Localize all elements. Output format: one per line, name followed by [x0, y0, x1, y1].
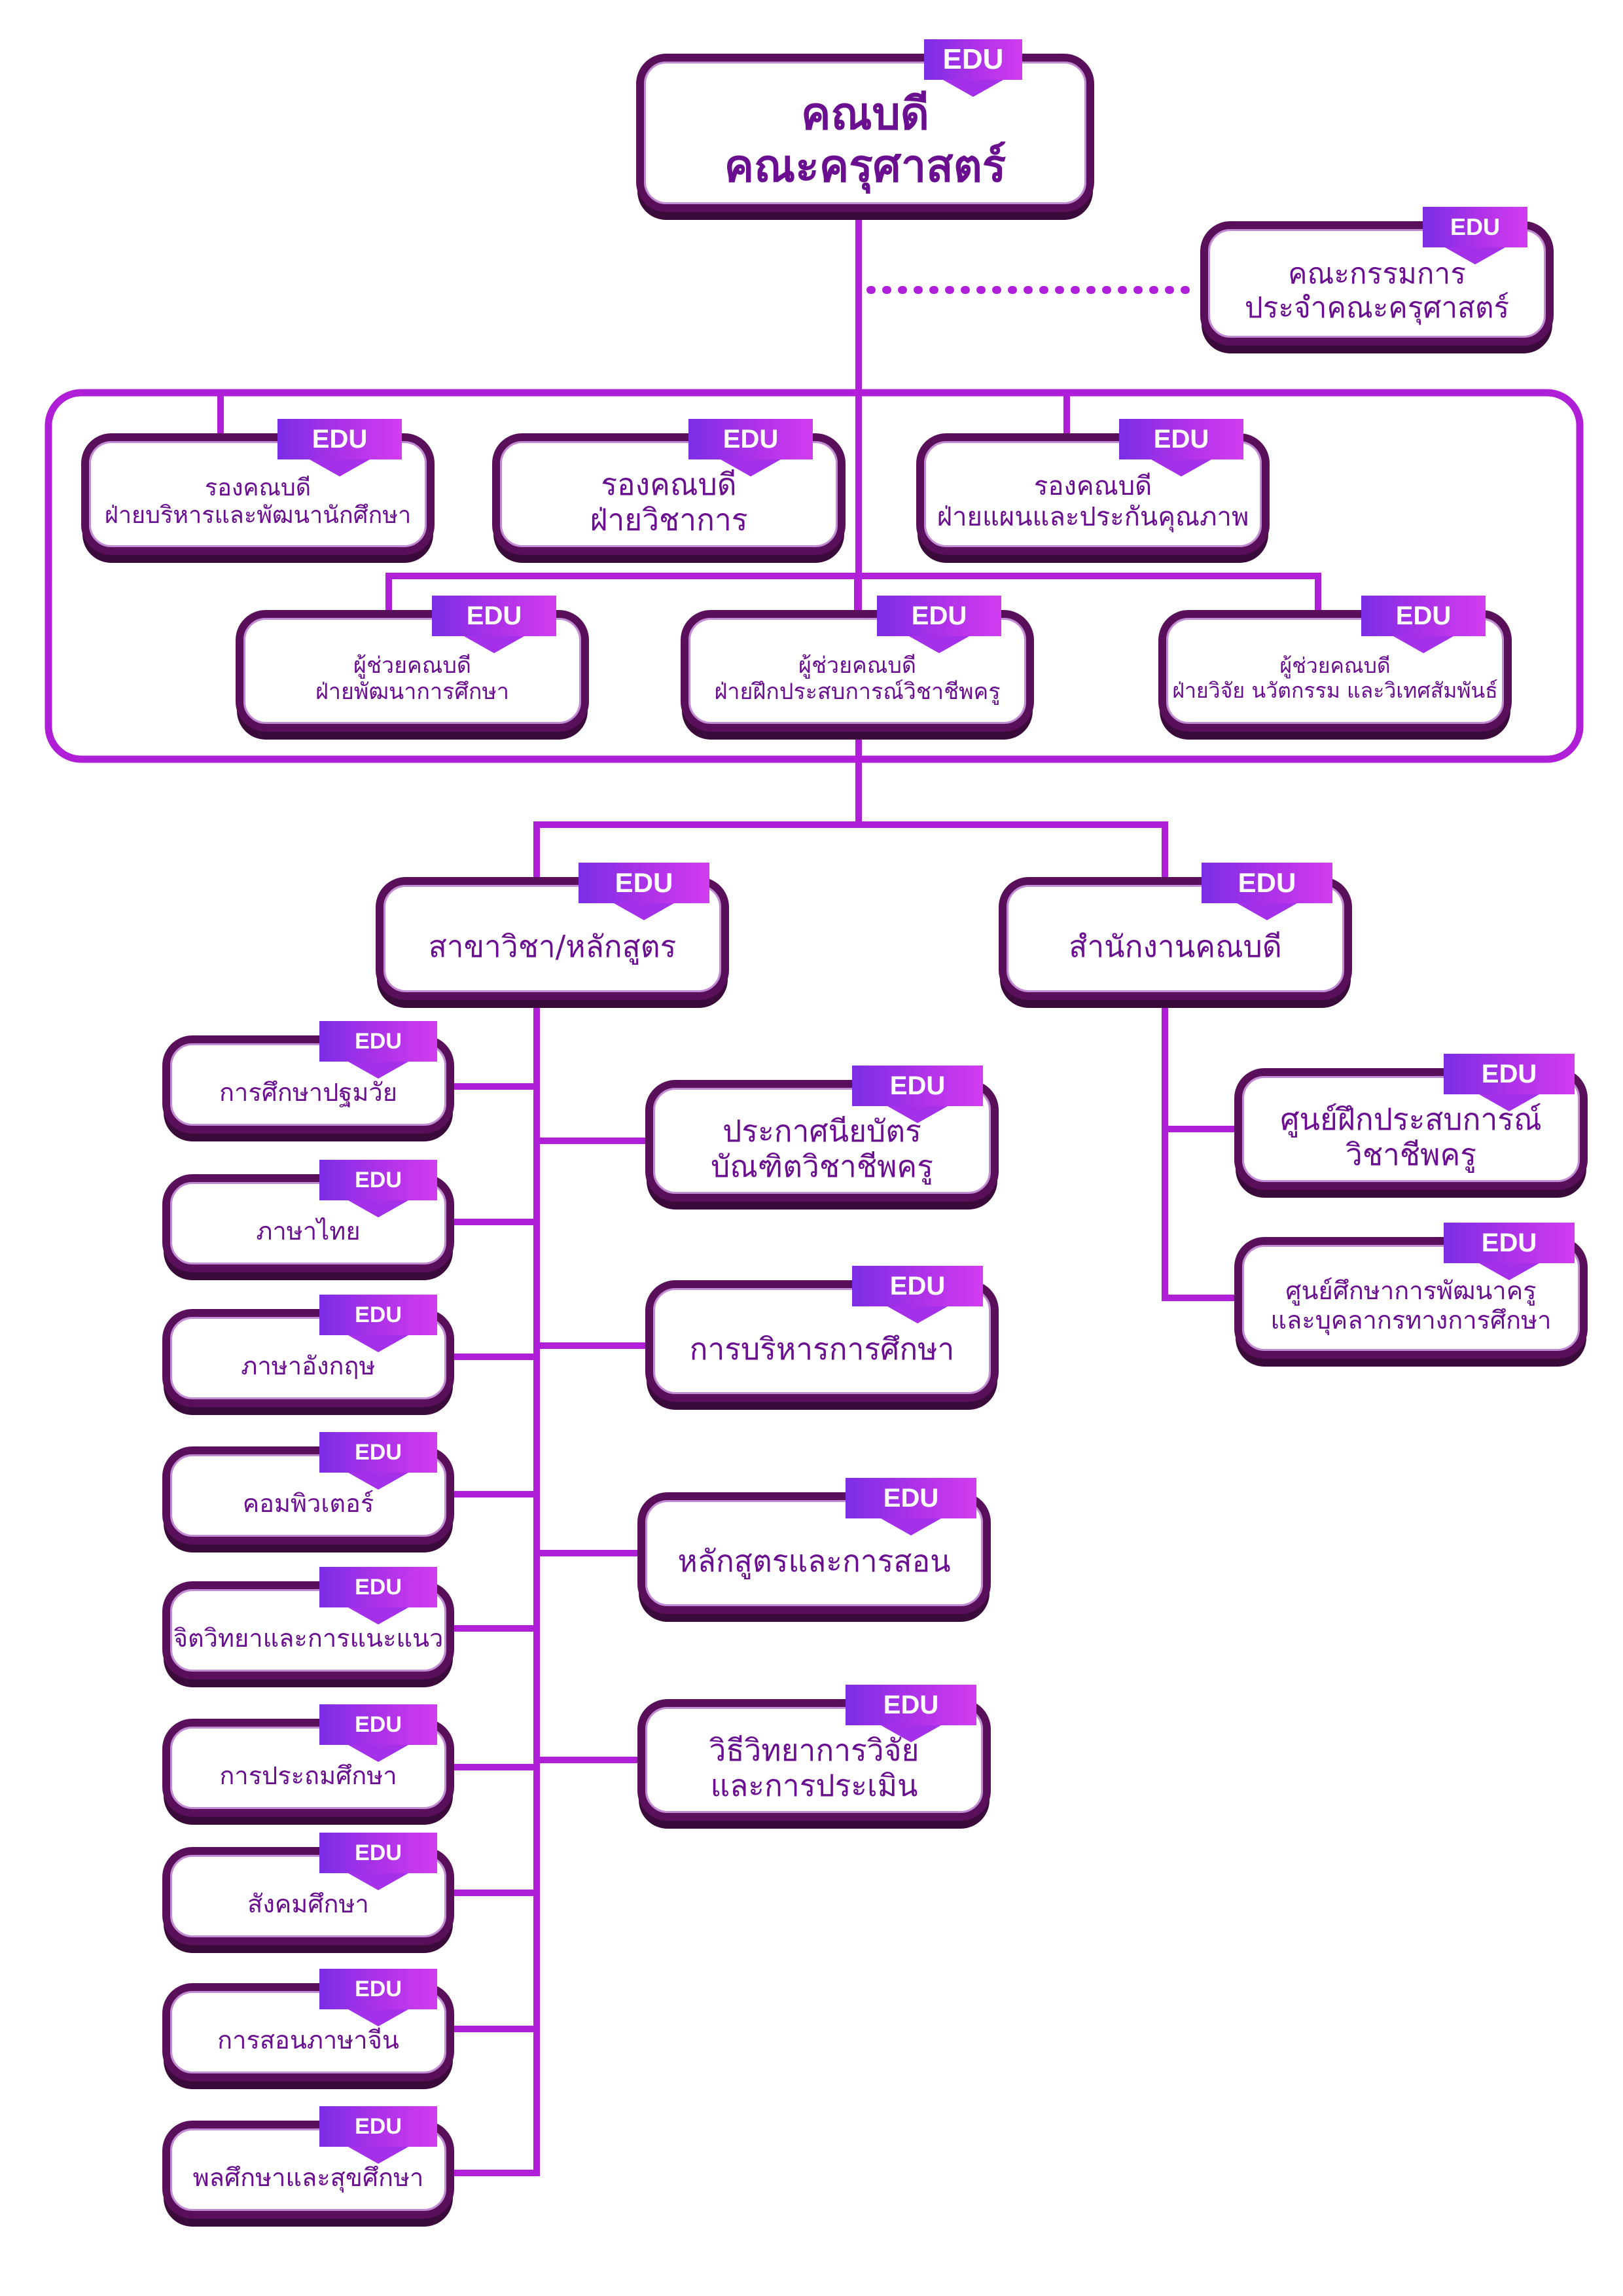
node-label-line: พลศึกษาและสุขศึกษา [192, 2162, 424, 2192]
edu-badge: EDU [319, 1432, 437, 1473]
node-label-line: หลักสูตรและการสอน [677, 1543, 951, 1579]
node-label-line: ฝ่ายวิจัย นวัตกรรม และวิเทศสัมพันธ์ [1172, 678, 1498, 703]
node-label-line: และบุคลากรทางการศึกษา [1270, 1306, 1552, 1335]
edu-badge: EDU [319, 1160, 437, 1200]
edu-badge: EDU [319, 1969, 437, 2009]
executive-group-frame [45, 389, 1584, 763]
edu-badge: EDU [846, 1685, 976, 1725]
edu-badge: EDU [846, 1478, 976, 1518]
node-label-line: สาขาวิชา/หลักสูตร [428, 928, 677, 964]
node-p-edadmin: การบริหารการศึกษา [645, 1280, 999, 1402]
node-dean: คณบดีคณะครุศาสตร์ [636, 54, 1094, 212]
edu-badge: EDU [1444, 1223, 1575, 1263]
edu-badge: EDU [319, 1704, 437, 1745]
node-label-line: ฝ่ายแผนและประกันคุณภาพ [936, 502, 1249, 532]
node-label-line: ศูนย์ศึกษาการพัฒนาครู [1285, 1276, 1537, 1306]
node-label-line: ผู้ช่วยคณบดี [353, 652, 471, 679]
node-label-line: รองคณบดี [601, 466, 737, 502]
node-label-line: และการประเมิน [710, 1768, 918, 1803]
node-label-line: ฝ่ายฝึกประสบการณ์วิชาชีพครู [714, 679, 1001, 705]
node-label-line: รองคณบดี [1033, 471, 1152, 501]
node-label-line: การบริหารการศึกษา [689, 1331, 955, 1367]
node-o-teacherdev: ศูนย์ศึกษาการพัฒนาครูและบุคลากรทางการศึก… [1234, 1237, 1588, 1359]
edu-badge: EDU [579, 863, 709, 903]
node-label-line: คณะกรรมการ [1288, 257, 1466, 291]
edu-badge: EDU [1444, 1054, 1575, 1094]
edu-badge: EDU [1119, 419, 1243, 459]
edu-badge: EDU [319, 2106, 437, 2147]
edu-badge: EDU [319, 1833, 437, 1873]
node-label-line: ผู้ช่วยคณบดี [798, 652, 916, 679]
node-vd-plan: รองคณบดีฝ่ายแผนและประกันคุณภาพ [916, 433, 1270, 555]
node-label-line: วิชาชีพครู [1346, 1137, 1476, 1172]
edu-badge: EDU [432, 596, 556, 636]
node-label-line: รองคณบดี [204, 474, 312, 501]
node-label-line: จิตวิทยาและการแนะแนว [173, 1623, 444, 1653]
node-p-english: ภาษาอังกฤษ [162, 1309, 454, 1407]
node-label-line: ประจำคณะครุศาสตร์ [1244, 291, 1510, 325]
node-p-psych: จิตวิทยาและการแนะแนว [162, 1581, 454, 1679]
edu-badge: EDU [319, 1021, 437, 1062]
edu-badge: EDU [852, 1066, 983, 1106]
node-label-line: ฝ่ายบริหารและพัฒนานักศึกษา [104, 502, 412, 529]
edu-badge: EDU [319, 1567, 437, 1607]
edu-badge: EDU [924, 39, 1022, 80]
node-label-line: คอมพิวเตอร์ [242, 1488, 374, 1518]
node-label-line: การสอนภาษาจีน [217, 2025, 399, 2054]
edu-badge: EDU [1423, 207, 1527, 247]
node-p-chinese: การสอนภาษาจีน [162, 1983, 454, 2081]
node-p-computer: คอมพิวเตอร์ [162, 1446, 454, 1545]
node-label-line: คณะครุศาสตร์ [724, 141, 1007, 192]
edu-badge: EDU [277, 419, 402, 459]
edu-badge: EDU [688, 419, 813, 459]
edu-badge: EDU [1202, 863, 1332, 903]
node-label-line: ฝ่ายพัฒนาการศึกษา [315, 679, 509, 705]
node-label-line: ภาษาไทย [256, 1216, 361, 1246]
node-label-line: ภาษาอังกฤษ [241, 1351, 376, 1380]
node-committee: คณะกรรมการประจำคณะครุศาสตร์ [1200, 221, 1554, 346]
edu-badge: EDU [852, 1266, 983, 1306]
node-label-line: การประถมศึกษา [219, 1761, 397, 1790]
node-label-line: ฝ่ายวิชาการ [590, 502, 748, 537]
node-label-line: การศึกษาปฐมวัย [219, 1077, 397, 1107]
node-label-line: สำนักงานคณบดี [1069, 928, 1282, 964]
node-p-research: วิธีวิทยาการวิจัยและการประเมิน [637, 1699, 991, 1821]
node-label-line: บัณฑิตวิชาชีพครู [711, 1149, 933, 1184]
node-label-line: คณบดี [801, 88, 929, 140]
node-vd-academic: รองคณบดีฝ่ายวิชาการ [492, 433, 846, 555]
node-label-line: ผู้ช่วยคณบดี [1279, 653, 1391, 679]
edu-badge: EDU [319, 1295, 437, 1335]
edu-badge: EDU [877, 596, 1001, 636]
edu-badge: EDU [1361, 596, 1486, 636]
node-label-line: สังคมศึกษา [247, 1889, 369, 1918]
